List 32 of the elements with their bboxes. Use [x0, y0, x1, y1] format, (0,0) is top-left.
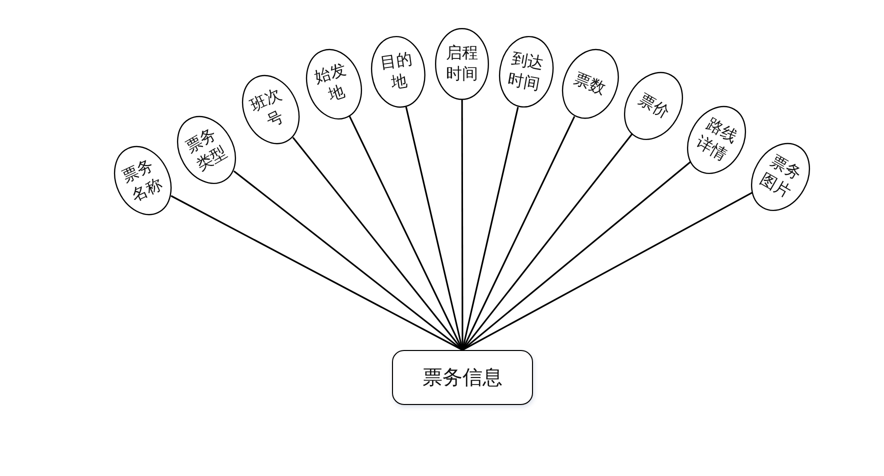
attribute-label: 始发地	[311, 58, 350, 107]
attribute-label: 票价	[634, 88, 674, 124]
attribute-ellipse	[370, 35, 426, 109]
attribute-label: 票数	[570, 68, 610, 100]
connector-line	[462, 116, 576, 350]
attribute-ellipse	[176, 115, 238, 185]
connector-line	[233, 170, 463, 351]
attribute-ellipse	[305, 48, 363, 120]
attribute-ellipse	[750, 142, 812, 212]
entity-label: 票务信息	[422, 364, 502, 391]
attribute-label: 目的地	[378, 48, 415, 94]
attribute-ellipse	[434, 27, 490, 101]
connector-line	[170, 195, 463, 351]
connector-line	[462, 134, 633, 350]
attribute-label: 路线详情	[692, 113, 742, 166]
attribute-label: 票务类型	[182, 123, 232, 176]
attribute-ellipse	[623, 71, 684, 141]
attribute-label: 启程时间	[445, 43, 479, 85]
attribute-ellipse	[498, 35, 554, 109]
attribute-ellipse	[686, 105, 748, 175]
attribute-ellipse	[560, 48, 620, 120]
connector-line	[348, 116, 464, 350]
attribute-label: 到达时间	[506, 48, 546, 96]
attribute-label: 班次号	[246, 84, 288, 133]
attribute-label: 票务图片	[756, 150, 806, 204]
attribute-label: 票务名称	[118, 154, 167, 207]
connector-line	[462, 161, 691, 351]
attribute-ellipse	[241, 74, 301, 146]
connector-line	[292, 137, 464, 350]
entity-box	[392, 350, 533, 405]
attribute-ellipse	[113, 145, 173, 217]
connector-line	[462, 192, 753, 351]
